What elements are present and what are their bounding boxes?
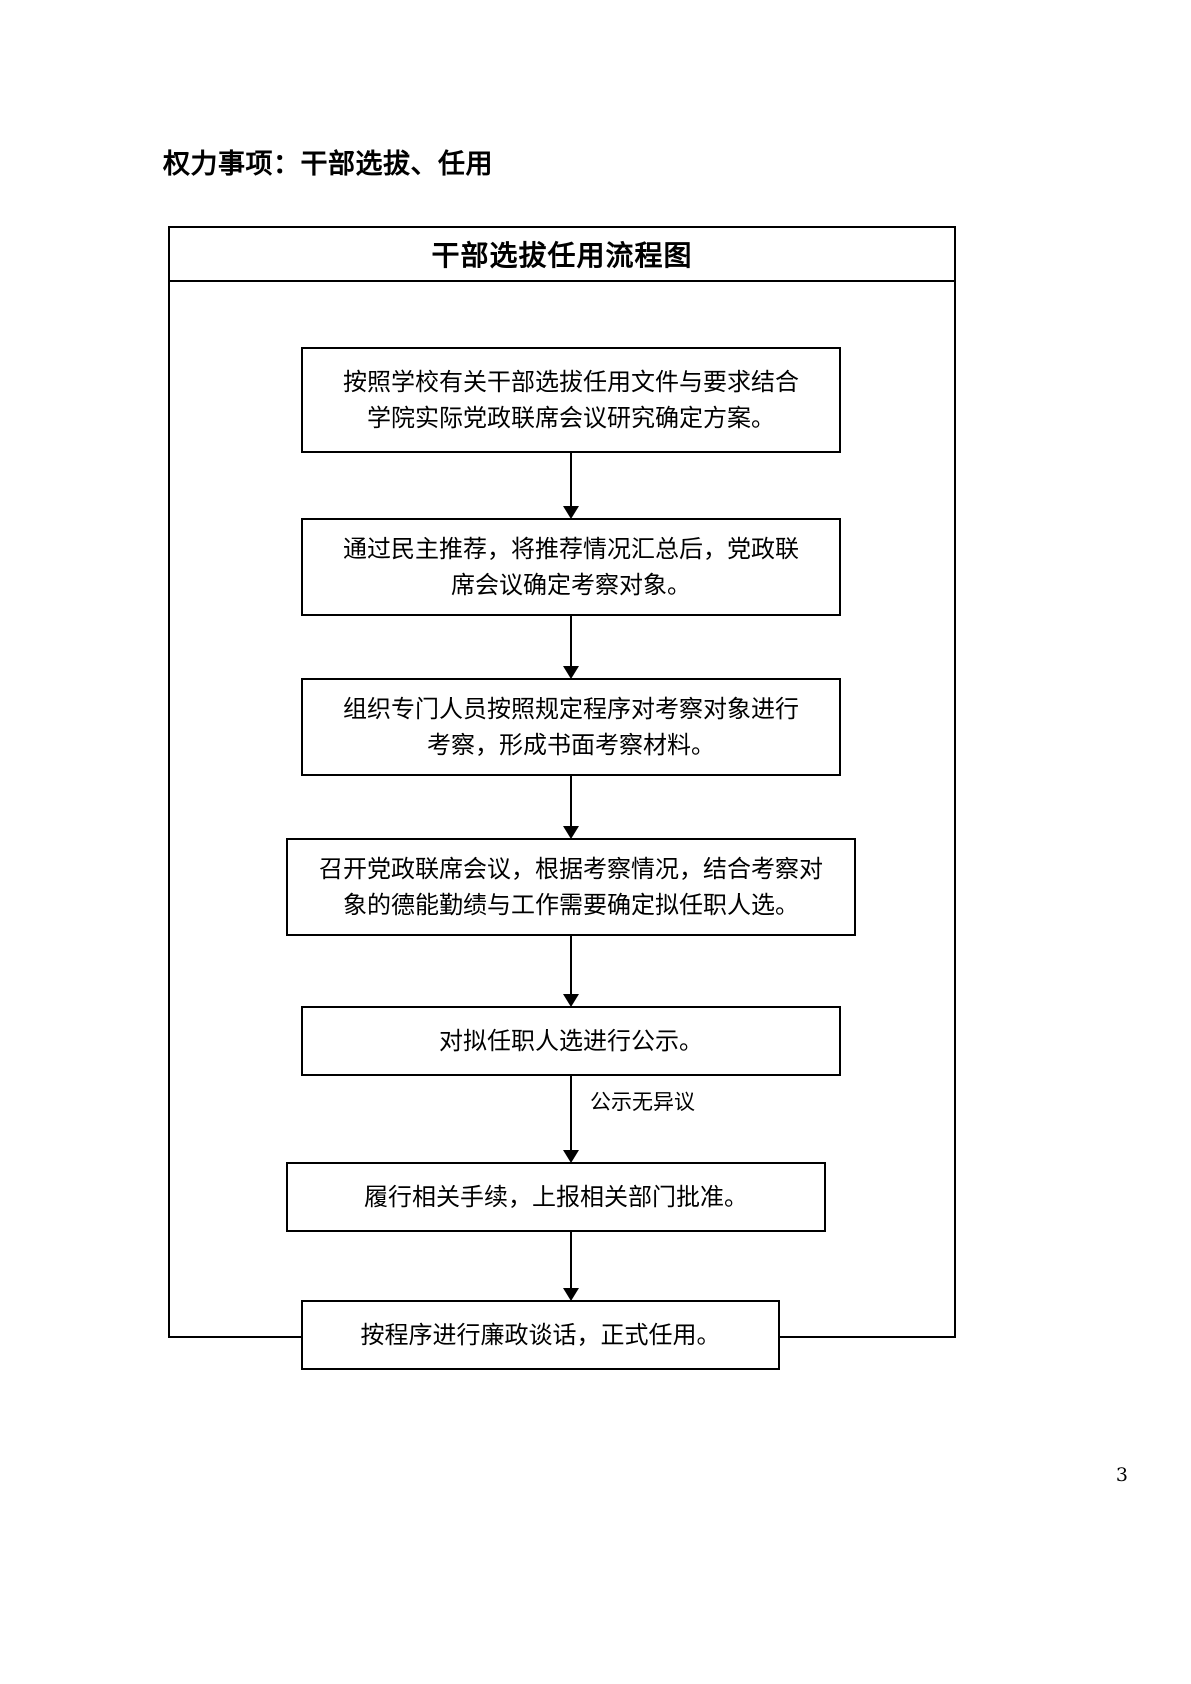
flow-node-6[interactable]: 履行相关手续，上报相关部门批准。 — [286, 1162, 826, 1232]
flow-node-4-text: 召开党政联席会议，根据考察情况，结合考察对 象的德能勤绩与工作需要确定拟任职人选… — [300, 851, 842, 924]
flow-node-1[interactable]: 按照学校有关干部选拔任用文件与要求结合 学院实际党政联席会议研究确定方案。 — [301, 347, 841, 453]
flow-node-5-text: 对拟任职人选进行公示。 — [315, 1023, 827, 1059]
flow-node-2[interactable]: 通过民主推荐，将推荐情况汇总后，党政联 席会议确定考察对象。 — [301, 518, 841, 616]
flow-node-2-line-2: 席会议确定考察对象。 — [451, 571, 691, 599]
flow-connector-1-2 — [570, 453, 572, 510]
page-title: 权力事项：干部选拔、任用 — [163, 149, 493, 180]
arrow-head-5-6-icon — [563, 1150, 579, 1163]
flow-node-7-line-1: 按程序进行廉政谈话，正式任用。 — [360, 1320, 721, 1349]
flowchart-canvas: 按照学校有关干部选拔任用文件与要求结合 学院实际党政联席会议研究确定方案。 通过… — [170, 282, 954, 1370]
flow-node-5[interactable]: 对拟任职人选进行公示。 — [301, 1006, 841, 1076]
arrow-head-2-3-icon — [563, 666, 579, 679]
flowchart-title-cell: 干部选拔任用流程图 — [170, 228, 954, 282]
flow-connector-2-3 — [570, 616, 572, 670]
flow-node-2-text: 通过民主推荐，将推荐情况汇总后，党政联 席会议确定考察对象。 — [315, 531, 827, 604]
arrow-head-6-7-icon — [563, 1288, 579, 1301]
arrow-head-4-5-icon — [563, 994, 579, 1007]
flow-node-1-line-2: 学院实际党政联席会议研究确定方案。 — [367, 404, 775, 432]
flow-node-7-text: 按程序进行廉政谈话，正式任用。 — [315, 1317, 766, 1353]
flow-node-2-line-1: 通过民主推荐，将推荐情况汇总后，党政联 — [343, 534, 799, 563]
page-number: 3 — [1115, 1464, 1128, 1486]
flow-connector-5-6 — [570, 1076, 572, 1154]
flow-node-3-line-2: 考察，形成书面考察材料。 — [427, 731, 715, 759]
flow-node-6-text: 履行相关手续，上报相关部门批准。 — [300, 1179, 812, 1215]
flow-edge-label-5-6: 公示无异议 — [590, 1090, 695, 1114]
flow-node-3-text: 组织专门人员按照规定程序对考察对象进行 考察，形成书面考察材料。 — [315, 691, 827, 764]
arrow-head-1-2-icon — [563, 506, 579, 519]
flow-node-4-line-2: 象的德能勤绩与工作需要确定拟任职人选。 — [343, 891, 799, 919]
flow-node-1-text: 按照学校有关干部选拔任用文件与要求结合 学院实际党政联席会议研究确定方案。 — [315, 364, 827, 437]
flow-node-3-line-1: 组织专门人员按照规定程序对考察对象进行 — [343, 694, 799, 723]
flow-node-4-line-1: 召开党政联席会议，根据考察情况，结合考察对 — [319, 854, 823, 883]
arrow-head-3-4-icon — [563, 826, 579, 839]
flow-connector-4-5 — [570, 936, 572, 998]
flow-node-7[interactable]: 按程序进行廉政谈话，正式任用。 — [301, 1300, 780, 1370]
flow-connector-3-4 — [570, 776, 572, 830]
flow-node-6-line-1: 履行相关手续，上报相关部门批准。 — [364, 1182, 748, 1211]
flow-node-3[interactable]: 组织专门人员按照规定程序对考察对象进行 考察，形成书面考察材料。 — [301, 678, 841, 776]
flowchart-title: 干部选拔任用流程图 — [431, 239, 693, 272]
flow-node-1-line-1: 按照学校有关干部选拔任用文件与要求结合 — [343, 367, 799, 396]
flow-node-5-line-1: 对拟任职人选进行公示。 — [439, 1026, 703, 1055]
flow-node-4[interactable]: 召开党政联席会议，根据考察情况，结合考察对 象的德能勤绩与工作需要确定拟任职人选… — [286, 838, 856, 936]
flowchart-frame: 干部选拔任用流程图 按照学校有关干部选拔任用文件与要求结合 学院实际党政联席会议… — [168, 226, 956, 1370]
flow-connector-6-7 — [570, 1232, 572, 1292]
